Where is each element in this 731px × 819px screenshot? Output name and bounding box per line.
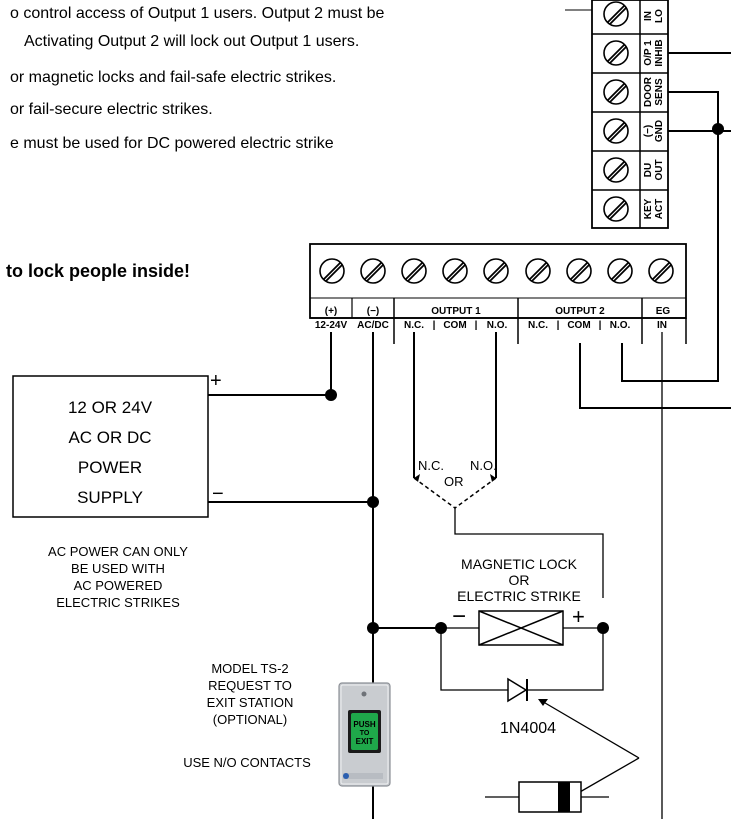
ac-note-4: ELECTRIC STRIKES — [56, 595, 180, 610]
ac-note-1: AC POWER CAN ONLY — [48, 544, 188, 559]
screw-icon — [603, 157, 629, 183]
selector-nc: N.C. — [418, 458, 444, 473]
wire-sens-to-no2 — [621, 129, 719, 382]
screw-icon — [401, 258, 427, 284]
exit-line-1: MODEL TS-2 — [211, 661, 288, 676]
warning-text: to lock people inside! — [6, 261, 190, 281]
side-label-key: KEY — [643, 198, 654, 219]
screw-icon — [525, 258, 551, 284]
psu-line-4: SUPPLY — [77, 488, 143, 507]
screw-icon — [603, 79, 629, 105]
label-plus: (+) — [325, 306, 338, 317]
label-com2: COM — [567, 320, 590, 331]
note-line-4: or fail-secure electric strikes. — [10, 101, 213, 118]
label-no2: N.O. — [610, 320, 631, 331]
wire-com2 — [579, 343, 731, 409]
exit-line-2: REQUEST TO — [208, 678, 292, 693]
psu-minus: − — [212, 483, 224, 505]
selector-or: OR — [444, 474, 464, 489]
side-label-op1: O/P 1 — [643, 40, 654, 66]
screw-icon — [360, 258, 386, 284]
screw-icon — [603, 40, 629, 66]
side-label-lo: LO — [654, 9, 665, 23]
label-com1: COM — [443, 320, 466, 331]
screw-icon — [319, 258, 345, 284]
power-supply: 12 OR 24V AC OR DC POWER SUPPLY + − — [12, 370, 224, 518]
note-line-2: Activating Output 2 will lock out Output… — [24, 33, 359, 50]
lock-line-2: OR — [509, 572, 530, 588]
lock-plus: + — [572, 604, 585, 629]
button-text-3: EXIT — [356, 737, 374, 746]
junction-dot — [367, 496, 379, 508]
label-sep: | — [433, 320, 436, 331]
side-label-du: DU — [643, 163, 654, 177]
side-terminal-strip: IN LO O/P 1 INHIB DOOR SENS (−) GND DU O… — [565, 0, 669, 229]
label-12-24v: 12-24V — [315, 320, 348, 331]
side-label-out: OUT — [654, 159, 665, 180]
label-minus: (−) — [367, 306, 380, 317]
screw-icon — [603, 118, 629, 144]
screw-icon — [483, 258, 509, 284]
screw-icon — [648, 258, 674, 284]
exit-line-3: EXIT STATION — [207, 695, 294, 710]
side-label-neg: (−) — [643, 125, 654, 138]
lock-line-1: MAGNETIC LOCK — [461, 556, 578, 572]
psu-line-3: POWER — [78, 458, 142, 477]
diode-label: 1N4004 — [500, 720, 556, 737]
push-to-exit-button — [351, 713, 378, 750]
junction-dot — [367, 622, 379, 634]
psu-line-1: 12 OR 24V — [68, 398, 153, 417]
label-output1: OUTPUT 1 — [431, 306, 481, 317]
screw-icon — [566, 258, 592, 284]
exit-contacts-note: USE N/O CONTACTS — [183, 755, 311, 770]
label-eg-in: IN — [657, 320, 667, 331]
screw-icon — [607, 258, 633, 284]
exit-line-4: (OPTIONAL) — [213, 712, 287, 727]
side-label-act: ACT — [654, 199, 665, 220]
label-nc2: N.C. — [528, 320, 548, 331]
psu-line-2: AC OR DC — [68, 428, 151, 447]
screw-icon — [442, 258, 468, 284]
diode-symbol — [507, 677, 528, 703]
label-eg: EG — [656, 306, 671, 317]
wire-door-sens — [668, 91, 719, 129]
selector-no: N.O. — [470, 458, 497, 473]
side-label-sens: SENS — [654, 78, 665, 106]
label-ac-dc: AC/DC — [357, 320, 389, 331]
side-label-door: DOOR — [643, 76, 654, 107]
ac-note-2: BE USED WITH — [71, 561, 165, 576]
junction-dot — [325, 389, 337, 401]
wire-selector-common — [454, 508, 604, 598]
exit-station-text: MODEL TS-2 REQUEST TO EXIT STATION (OPTI… — [183, 661, 311, 770]
side-label-in: IN — [643, 11, 654, 21]
lock-line-3: ELECTRIC STRIKE — [457, 588, 581, 604]
exit-station-plate: PUSH TO EXIT — [338, 682, 391, 787]
label-nc1: N.C. — [404, 320, 424, 331]
lock-minus: − — [452, 603, 466, 630]
screw-icon — [603, 1, 629, 27]
label-no1: N.O. — [487, 320, 508, 331]
side-label-inhib: INHIB — [654, 39, 665, 66]
label-sep: | — [599, 320, 602, 331]
psu-plus: + — [210, 370, 222, 392]
label-sep: | — [475, 320, 478, 331]
label-sep: | — [557, 320, 560, 331]
main-terminal-block: (+) (−) OUTPUT 1 OUTPUT 2 EG 12-24V AC/D… — [309, 243, 687, 344]
lock-circuit: − + 1N4004 — [367, 603, 640, 813]
button-text-2: TO — [360, 730, 370, 737]
brand-logo-icon — [343, 773, 349, 779]
output1-selector: N.C. N.O. OR — [413, 332, 604, 598]
screw-icon — [603, 196, 629, 222]
note-line-1: o control access of Output 1 users. Outp… — [10, 5, 385, 22]
ac-note-3: AC POWERED — [74, 578, 163, 593]
note-line-5: e must be used for DC powered electric s… — [10, 135, 334, 152]
note-line-3: or magnetic locks and fail-safe electric… — [10, 69, 336, 86]
diode-component — [518, 781, 582, 813]
label-output2: OUTPUT 2 — [555, 306, 605, 317]
button-text-1: PUSH — [353, 720, 375, 729]
side-label-gnd: GND — [654, 120, 665, 142]
